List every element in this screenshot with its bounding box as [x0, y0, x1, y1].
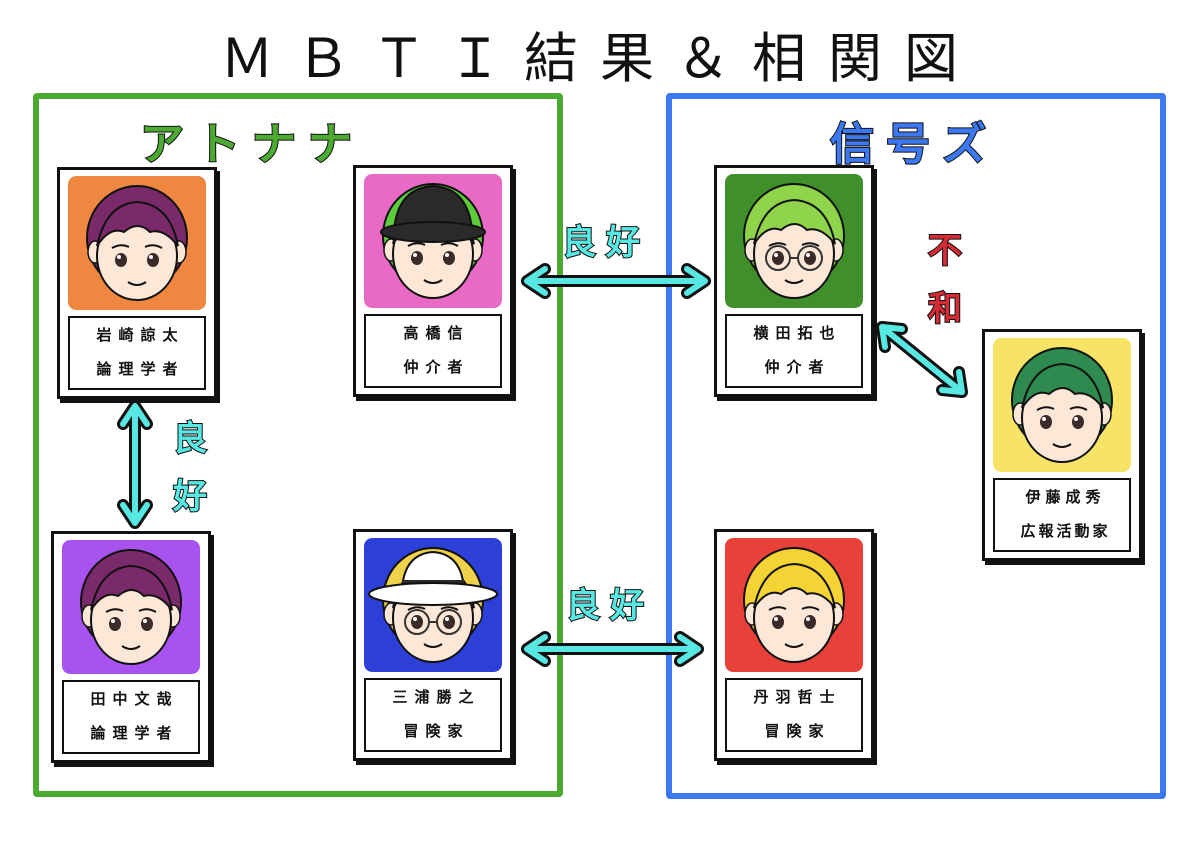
relation-label-bottom: 良好	[565, 585, 654, 627]
member-name: 丹羽哲士	[753, 688, 842, 706]
member-role: 論理学者	[90, 724, 179, 742]
member-role: 冒険家	[403, 722, 470, 740]
avatar-icon	[725, 538, 863, 672]
member-card: 高橋信 仲介者	[353, 165, 513, 397]
member-name: 横田拓也	[753, 324, 842, 342]
relation-label-bad-bottom: 和	[927, 288, 963, 330]
name-plate: 横田拓也 仲介者	[725, 314, 863, 388]
member-card: 伊藤成秀 広報活動家	[982, 329, 1142, 561]
portrait	[364, 174, 502, 308]
page-title: ＭＢＴＩ結果＆相関図	[220, 27, 980, 90]
member-role: 仲介者	[403, 358, 470, 376]
group-label-atonana: アトナナ	[139, 118, 364, 171]
group-label-shingouz: 信号ズ	[829, 118, 998, 171]
member-name: 田中文哉	[90, 690, 179, 708]
member-role: 広報活動家	[1020, 522, 1111, 540]
group-box-atonana	[33, 93, 563, 797]
avatar-icon	[364, 538, 502, 672]
avatar-icon	[62, 540, 200, 674]
member-role: 冒険家	[764, 722, 831, 740]
name-plate: 丹羽哲士 冒険家	[725, 678, 863, 752]
portrait	[993, 338, 1131, 472]
name-plate: 伊藤成秀 広報活動家	[993, 478, 1131, 552]
avatar-icon	[364, 174, 502, 308]
member-name: 高橋信	[403, 324, 470, 342]
member-role: 論理学者	[96, 360, 185, 378]
member-name: 三浦勝之	[392, 688, 481, 706]
avatar-icon	[725, 174, 863, 308]
portrait	[364, 538, 502, 672]
member-card: 田中文哉 論理学者	[51, 531, 211, 763]
member-role: 仲介者	[764, 358, 831, 376]
arrow-iwasaki-tanaka	[117, 400, 153, 529]
portrait	[725, 174, 863, 308]
arrow-miura-niwa	[521, 631, 704, 667]
portrait	[725, 538, 863, 672]
member-card: 三浦勝之 冒険家	[353, 529, 513, 761]
member-name: 伊藤成秀	[1025, 488, 1106, 506]
portrait	[68, 176, 206, 310]
name-plate: 田中文哉 論理学者	[62, 680, 200, 754]
member-card: 横田拓也 仲介者	[714, 165, 874, 397]
member-card: 岩崎諒太 論理学者	[57, 167, 217, 399]
name-plate: 高橋信 仲介者	[364, 314, 502, 388]
relation-label-top: 良好	[561, 222, 650, 264]
portrait	[62, 540, 200, 674]
member-card: 丹羽哲士 冒険家	[714, 529, 874, 761]
relation-label-vertical-bottom: 好	[172, 476, 208, 518]
name-plate: 岩崎諒太 論理学者	[68, 316, 206, 390]
avatar-icon	[68, 176, 206, 310]
avatar-icon	[993, 338, 1131, 472]
name-plate: 三浦勝之 冒険家	[364, 678, 502, 752]
relation-label-bad-top: 不	[927, 230, 963, 272]
arrow-yokota-ito	[876, 321, 968, 398]
group-box-shingouz	[666, 93, 1166, 799]
member-name: 岩崎諒太	[96, 326, 185, 344]
relation-label-vertical-top: 良	[172, 418, 208, 460]
arrow-takahashi-yokota	[521, 263, 711, 299]
